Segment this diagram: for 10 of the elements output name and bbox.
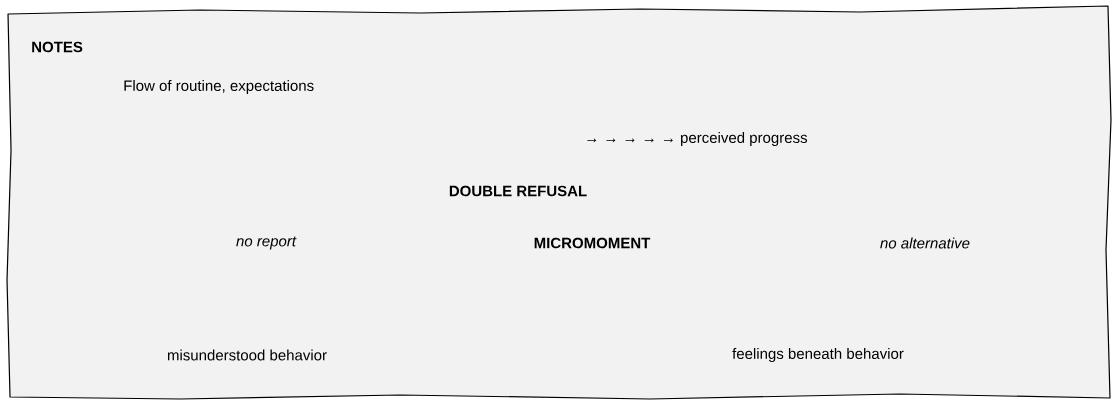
note-text: MICROMOMENT xyxy=(534,237,651,249)
note-text: DOUBLE REFUSAL xyxy=(449,185,587,197)
note-text: no alternative xyxy=(880,237,970,249)
note-text: Flow of routine, expectations xyxy=(124,80,314,94)
heading: NOTES xyxy=(32,41,83,53)
notes-box xyxy=(6,5,1112,400)
note-text: misunderstood behavior xyxy=(167,349,327,361)
note-text: → → → → → perceived progress xyxy=(587,132,807,146)
note-text: no report xyxy=(236,236,297,250)
note-text: feelings beneath behavior xyxy=(732,348,904,362)
